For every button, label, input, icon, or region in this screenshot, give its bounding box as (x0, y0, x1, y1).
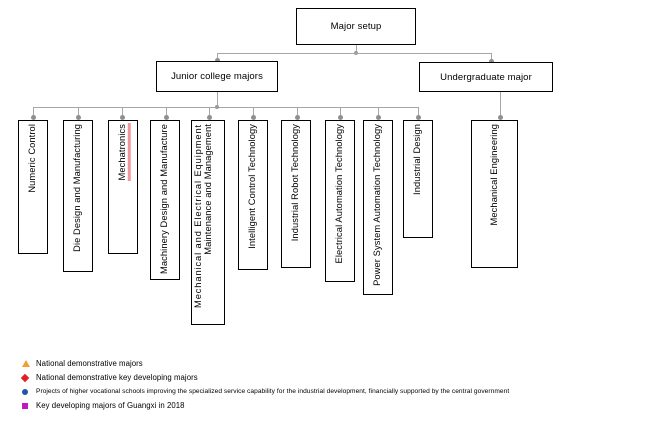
node-mechanical-electrical-equipment-maintenance-management[interactable]: Mechanical and Electrical Equipment Main… (191, 120, 225, 325)
legend-item: National demonstrative key developing ma… (20, 371, 642, 384)
connector-drop-leaf-8 (340, 107, 341, 119)
legend-item-label: National demonstrative key developing ma… (36, 373, 198, 382)
legend-item: Key developing majors of Guangxi in 2018 (22, 399, 642, 412)
node-electrical-automation-technology[interactable]: Electrical Automation Technology (325, 120, 355, 282)
node-die-design-and-manufacturing-label: Die Design and Manufacturing (72, 124, 83, 252)
connector-root-bar (217, 53, 491, 54)
connector-arrow-junior (215, 58, 220, 63)
connector-arrow-undergrad (489, 59, 494, 64)
connector-drop-leaf-2 (78, 107, 79, 119)
node-mechanical-engineering-label: Mechanical Engineering (488, 124, 499, 226)
node-industrial-design[interactable]: Industrial Design (403, 120, 433, 238)
connector-arrow-leaf-2 (76, 115, 81, 120)
connector-drop-junior (217, 53, 218, 61)
connector-drop-leaf-7 (297, 107, 298, 119)
node-undergraduate-major[interactable]: Undergraduate major (419, 62, 553, 92)
node-power-system-automation-technology[interactable]: Power System Automation Technology (363, 120, 393, 295)
connector-arrow-leaf-3 (120, 115, 125, 120)
node-intelligent-control-technology-label: Intelligent Control Technology (247, 124, 258, 249)
connector-drop-leaf-4 (166, 107, 167, 119)
connector-arrow-leaf-8 (338, 115, 343, 120)
legend-item-label: Key developing majors of Guangxi in 2018 (36, 401, 185, 410)
legend-item-label: National demonstrative majors (36, 359, 143, 368)
connector-root-stub (356, 45, 357, 53)
connector-arrow-leaf-4 (164, 115, 169, 120)
connector-arrow-leaf-9 (376, 115, 381, 120)
legend-item: National demonstrative majors (22, 357, 642, 370)
node-junior-college-majors[interactable]: Junior college majors (156, 61, 278, 92)
connector-arrow-leaf-5 (207, 115, 212, 120)
node-electrical-automation-technology-label: Electrical Automation Technology (334, 124, 345, 264)
diamond-marker-icon (20, 373, 36, 382)
connector-arrow-leaf-10 (416, 115, 421, 120)
node-mechanical-engineering[interactable]: Mechanical Engineering (471, 120, 518, 268)
connector-drop-leaf-10 (418, 107, 419, 119)
node-industrial-robot-technology[interactable]: Industrial Robot Technology (281, 120, 311, 268)
connector-arrow-undergrad-leaf (498, 115, 503, 120)
node-die-design-and-manufacturing[interactable]: Die Design and Manufacturing (63, 120, 93, 272)
node-junior-college-majors-label: Junior college majors (171, 71, 263, 82)
node-numeric-control-label: Numeric Control (27, 124, 38, 193)
node-major-setup-label: Major setup (330, 21, 382, 32)
connector-drop-leaf-9 (378, 107, 379, 119)
node-mechatronics[interactable]: Mechatronics (108, 120, 138, 254)
square-marker-icon (22, 402, 36, 409)
connector-junior-stub (217, 92, 218, 108)
connector-arrow-leaf-6 (251, 115, 256, 120)
connector-drop-leaf-1 (33, 107, 34, 119)
node-major-setup[interactable]: Major setup (296, 8, 416, 45)
node-machinery-design-and-manufacture[interactable]: Machinery Design and Manufacture (150, 120, 180, 280)
legend-item-label: Projects of higher vocational schools im… (36, 388, 510, 395)
node-industrial-robot-technology-label: Industrial Robot Technology (290, 124, 301, 242)
connector-drop-leaf-6 (253, 107, 254, 119)
connector-drop-undergrad (491, 53, 492, 62)
legend: National demonstrative majors National d… (20, 357, 642, 413)
connector-undergrad-drop (500, 92, 501, 119)
node-industrial-design-label: Industrial Design (412, 124, 423, 195)
connector-junior-bar (33, 107, 418, 108)
node-machinery-design-and-manufacture-label: Machinery Design and Manufacture (159, 124, 170, 274)
circle-marker-icon (22, 388, 36, 395)
triangle-marker-icon (22, 360, 36, 367)
node-mech-elec-label-line2: Maintenance and Management (202, 124, 213, 255)
node-numeric-control[interactable]: Numeric Control (18, 120, 48, 254)
node-undergraduate-major-label: Undergraduate major (440, 71, 532, 83)
node-intelligent-control-technology[interactable]: Intelligent Control Technology (238, 120, 268, 270)
connector-drop-leaf-3 (122, 107, 123, 119)
legend-item: Projects of higher vocational schools im… (22, 385, 642, 398)
node-mechatronics-label: Mechatronics (117, 124, 128, 181)
connector-drop-leaf-5 (209, 107, 210, 119)
connector-arrow-leaf-7 (295, 115, 300, 120)
node-power-system-automation-technology-label: Power System Automation Technology (372, 124, 383, 286)
connector-arrow-leaf-1 (31, 115, 36, 120)
connector-dot-junior (215, 105, 219, 109)
